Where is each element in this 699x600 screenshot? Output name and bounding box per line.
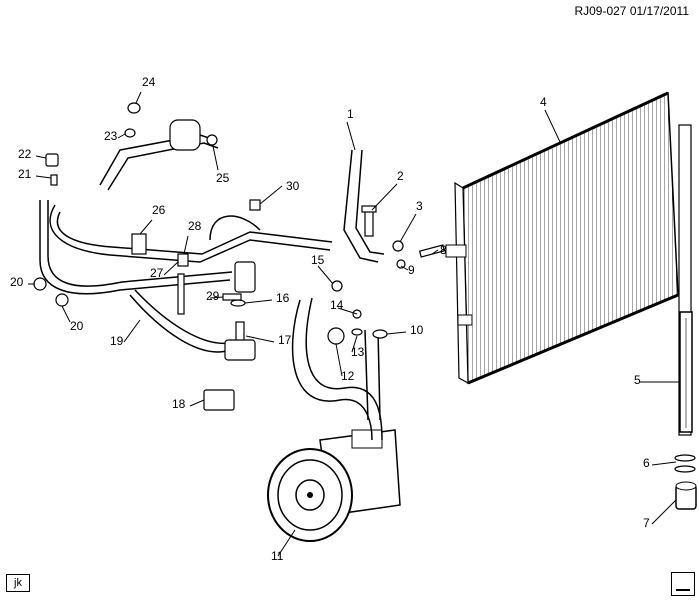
callout-28: 28 xyxy=(188,219,202,233)
condenser xyxy=(445,91,679,385)
callout-3: 3 xyxy=(416,199,423,213)
callout-22: 22 xyxy=(18,147,32,161)
callout-27: 27 xyxy=(150,266,164,280)
gm-logo-icon xyxy=(671,572,695,596)
callout-30: 30 xyxy=(286,179,300,193)
ac-compressor xyxy=(267,429,401,542)
dryer-seals xyxy=(674,454,696,473)
callout-13: 13 xyxy=(351,345,365,359)
callout-15: 15 xyxy=(311,253,325,267)
callout-2: 2 xyxy=(397,169,404,183)
callout-7: 7 xyxy=(643,516,650,530)
callout-29: 29 xyxy=(206,289,220,303)
callout-12: 12 xyxy=(341,369,355,383)
callout-23: 23 xyxy=(104,129,118,143)
compressor-hose-assembly xyxy=(291,149,385,441)
callout-6: 6 xyxy=(643,456,650,470)
callout-24: 24 xyxy=(142,75,156,89)
callout-17: 17 xyxy=(278,333,292,347)
callout-18: 18 xyxy=(172,397,186,411)
dryer-plug xyxy=(675,481,697,510)
callout-4: 4 xyxy=(540,95,547,109)
leader-lines xyxy=(28,91,680,557)
small-fittings xyxy=(33,102,446,411)
drawing-id: RJ09-027 01/17/2011 xyxy=(574,4,689,18)
callout-21: 21 xyxy=(18,167,32,181)
callout-11: 11 xyxy=(271,549,284,563)
callout-20: 20 xyxy=(10,275,24,289)
callout-25: 25 xyxy=(216,171,230,185)
callout-16: 16 xyxy=(276,291,290,305)
callout-labels: 1234567891011121314151617181920202122232… xyxy=(10,75,650,563)
illustrator-tag: jk xyxy=(6,574,30,592)
callout-10: 10 xyxy=(410,323,424,337)
callout-26: 26 xyxy=(152,203,166,217)
callout-9: 9 xyxy=(408,263,415,277)
callout-19: 19 xyxy=(110,334,124,348)
receiver-dryer xyxy=(678,124,693,436)
callout-8: 8 xyxy=(440,243,447,257)
callout-14: 14 xyxy=(330,298,344,312)
callout-1: 1 xyxy=(347,107,354,121)
callout-20: 20 xyxy=(70,319,84,333)
callout-5: 5 xyxy=(634,373,641,387)
